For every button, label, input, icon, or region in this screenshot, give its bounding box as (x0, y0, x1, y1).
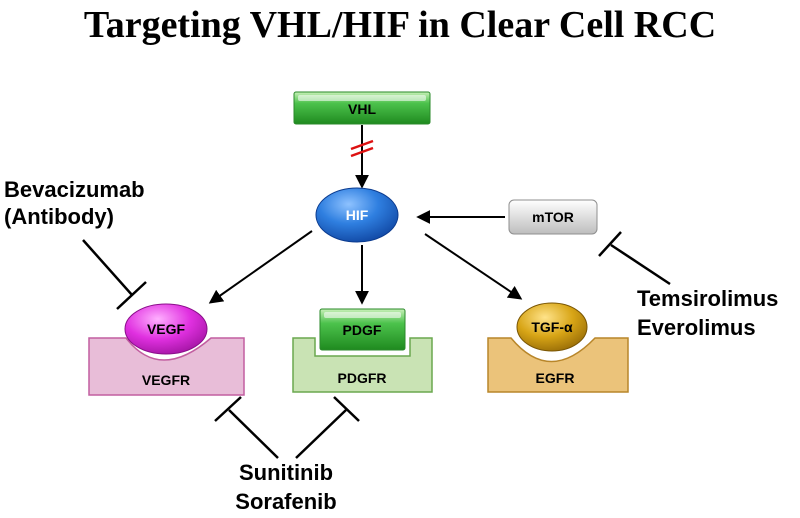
egfr-receptor: EGFR (487, 337, 629, 393)
vhl-label: VHL (348, 101, 376, 117)
hif-node: HIF (315, 187, 399, 243)
pdgfr-label: PDGFR (338, 370, 387, 386)
sorafenib-label: Sorafenib (235, 489, 336, 514)
vegf-ligand: VEGF (124, 303, 208, 355)
page-title: Targeting VHL/HIF in Clear Cell RCC (84, 4, 716, 46)
tgf-alpha-ligand: TGF-α (516, 302, 588, 352)
mtor-node: mTOR (508, 199, 598, 235)
pdgfr-receptor: PDGFR (292, 337, 433, 393)
vegfr-label: VEGFR (142, 372, 190, 388)
sunitinib-label: Sunitinib (239, 460, 333, 485)
everolimus-label: Everolimus (637, 315, 756, 340)
pdgf-ligand: PDGF (319, 308, 406, 351)
hif-to-tgf-arrow (424, 233, 523, 300)
hif-to-vegf-arrow (208, 230, 313, 304)
vegfr-receptor: VEGFR (88, 337, 245, 396)
mtor-inhibition (598, 231, 671, 286)
pdgf-label: PDGF (343, 322, 382, 338)
egfr-label: EGFR (536, 370, 575, 386)
sunitinib-inhibition (214, 396, 360, 459)
break-mark-icon (350, 139, 374, 158)
vhl-node: VHL (293, 91, 431, 125)
hif-label: HIF (346, 207, 369, 223)
vegf-label: VEGF (147, 321, 186, 337)
bevacizumab-label: Bevacizumab (4, 177, 145, 202)
bevacizumab-inhibition (82, 239, 147, 310)
bevacizumab-sublabel: (Antibody) (4, 204, 114, 229)
mtor-label: mTOR (532, 209, 574, 225)
temsirolimus-label: Temsirolimus (637, 286, 778, 311)
tgf-alpha-label: TGF-α (531, 319, 573, 335)
